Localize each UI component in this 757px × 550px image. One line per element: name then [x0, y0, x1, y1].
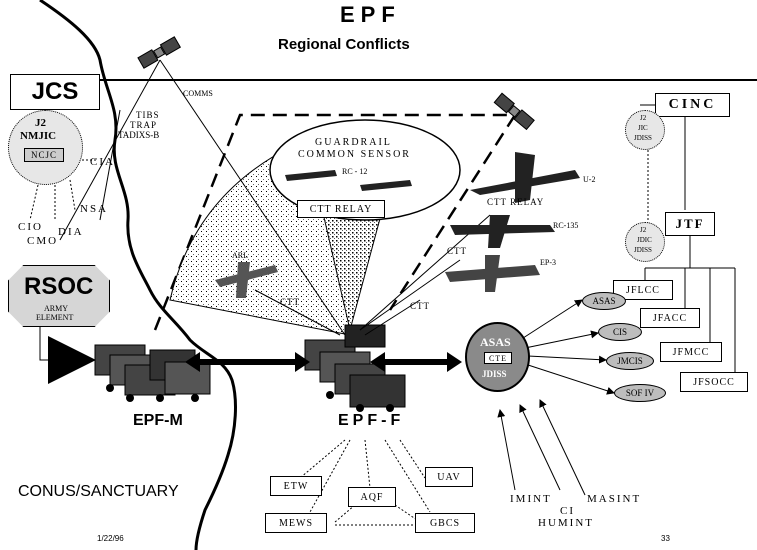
- ep3-label: EP-3: [540, 258, 556, 267]
- rsoc-army-label: ARMY: [44, 304, 69, 313]
- cia-label: CIA: [90, 156, 115, 168]
- jtf-j2-label: J2: [640, 226, 647, 234]
- ci-label: CI: [560, 505, 575, 517]
- epf-f-vehicle-convoy: [304, 324, 406, 412]
- satellite-icon-left: [137, 36, 182, 69]
- jflcc-box: JFLCC: [613, 280, 673, 300]
- imint-label: IMINT: [510, 493, 552, 505]
- rc135-aircraft-icon: [450, 215, 555, 248]
- jtf-j2-circle: [625, 222, 665, 262]
- page-subtitle: Regional Conflicts: [278, 36, 410, 53]
- nmjic-label: NMJIC: [20, 130, 57, 142]
- ncjc-box: NCJC: [24, 148, 64, 162]
- common-sensor-label: COMMON SENSOR: [298, 149, 411, 160]
- ctt-relay-u2-label: CTT RELAY: [487, 197, 545, 207]
- j2-label: J2: [35, 117, 46, 129]
- sof-iv-node-ellipse: SOF IV: [614, 384, 666, 402]
- jtf-jdiss-label: JDISS: [634, 246, 652, 254]
- nsa-label: NSA: [80, 203, 109, 215]
- jtf-box: JTF: [665, 212, 715, 236]
- footer-page-number: 33: [661, 534, 670, 543]
- cio-label: CIO: [18, 221, 43, 233]
- asas-hub-label: ASAS: [480, 335, 511, 349]
- epf-m-label: EPF-M: [133, 412, 183, 429]
- page-title: EPF: [340, 2, 401, 27]
- conus-sanctuary-label: CONUS/SANCTUARY: [18, 483, 179, 500]
- rc135-label: RC-135: [553, 221, 579, 230]
- ctt-label-arl: CTT: [280, 297, 300, 307]
- cte-box: CTE: [484, 352, 512, 364]
- comms-label: COMMS: [183, 89, 213, 98]
- footer-date: 1/22/96: [97, 534, 124, 543]
- u2-label: U-2: [583, 175, 596, 184]
- j2-nmjic-circle: [8, 110, 83, 185]
- arl-label: ARL: [232, 251, 248, 260]
- dia-label: DIA: [58, 226, 84, 238]
- ctt-label-ep3: CTT: [410, 301, 430, 311]
- rc12-label: RC - 12: [342, 167, 368, 176]
- rsoc-element-label: ELEMENT: [36, 313, 74, 322]
- jmcis-node-ellipse: JMCIS: [606, 352, 654, 370]
- ep3-aircraft-icon: [445, 255, 540, 292]
- tadixs-label: TADIXS-B: [118, 130, 160, 140]
- cinc-box: CINC: [655, 93, 730, 117]
- asas-jdiss-label: JDISS: [482, 369, 507, 379]
- asas-node-ellipse: ASAS: [582, 292, 626, 310]
- humint-label: HUMINT: [538, 517, 594, 529]
- gbcs-box: GBCS: [415, 513, 475, 533]
- jfsocc-box: JFSOCC: [680, 372, 748, 392]
- epf-f-label: EPF-F: [338, 412, 405, 429]
- masint-label: MASINT: [587, 493, 642, 505]
- satellite-icon-right: [493, 92, 535, 131]
- cinc-jdiss-label: JDISS: [634, 134, 652, 142]
- aqf-box: AQF: [348, 487, 396, 507]
- trap-label: TRAP: [130, 120, 158, 130]
- mews-box: MEWS: [265, 513, 327, 533]
- ctt-label-rc135: CTT: [447, 246, 467, 256]
- jcs-box: JCS: [10, 74, 100, 110]
- jfacc-box: JFACC: [640, 308, 700, 328]
- u2-aircraft-icon: [470, 152, 580, 203]
- guardrail-ellipse: [269, 119, 461, 221]
- tibs-label: TIBS: [136, 110, 160, 120]
- etw-box: ETW: [270, 476, 322, 496]
- jfmcc-box: JFMCC: [660, 342, 722, 362]
- cinc-jic-label: JIC: [638, 124, 648, 132]
- cinc-j2-label: J2: [640, 114, 647, 122]
- ctt-relay-box: CTT RELAY: [297, 200, 385, 218]
- cmo-label: CMO: [27, 235, 59, 247]
- theater-boundary: [153, 113, 518, 331]
- river-boundary: [39, 0, 237, 550]
- arl-aircraft-icon: [215, 262, 278, 298]
- rc12-aircraft-icons: [285, 170, 412, 191]
- epf-m-vehicle-convoy: [94, 344, 211, 402]
- uav-box: UAV: [425, 467, 473, 487]
- rsoc-octagon: [8, 265, 110, 327]
- jtf-jdic-label: JDIC: [637, 236, 652, 244]
- cinc-j2-circle: [625, 110, 665, 150]
- rsoc-label: RSOC: [24, 273, 94, 300]
- cis-node-ellipse: CIS: [598, 323, 642, 341]
- guardrail-label: GUARDRAIL: [315, 137, 392, 148]
